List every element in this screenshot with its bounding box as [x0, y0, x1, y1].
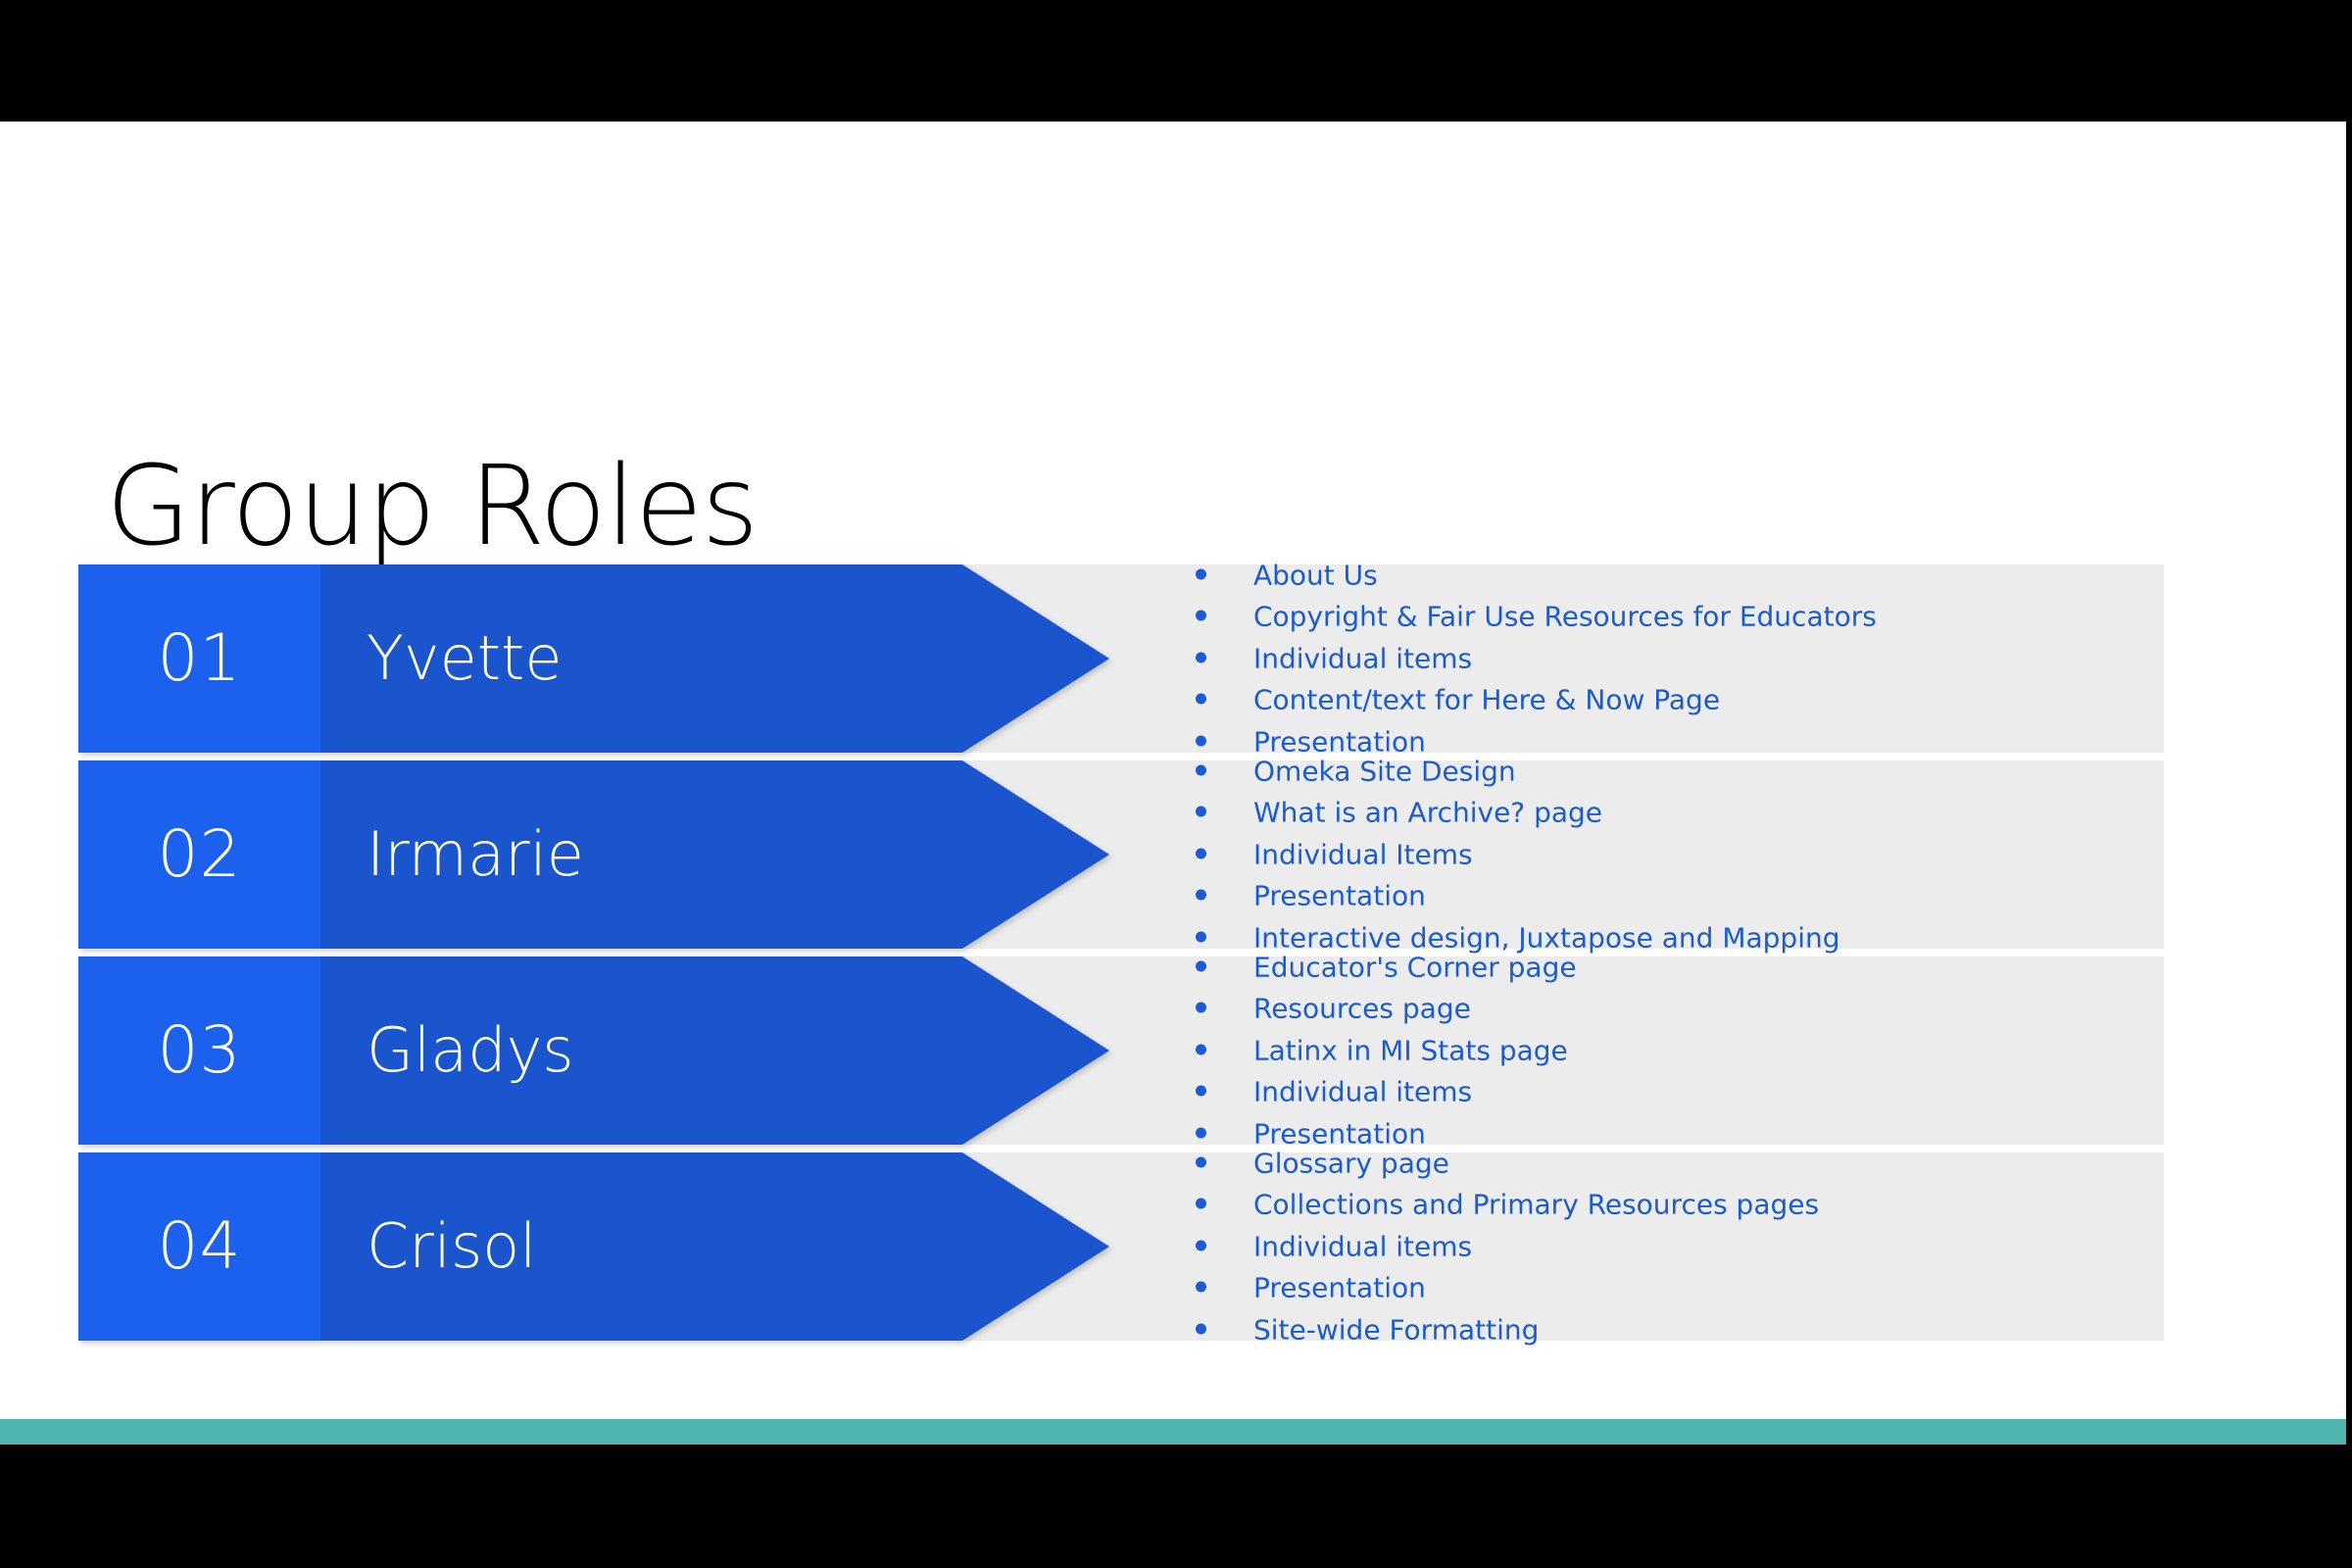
page-title: Group Roles [106, 443, 759, 571]
task-label: Resources page [1253, 992, 1471, 1025]
group-roles-table: 01 Yvette About Us Copyright & Fair Use … [78, 561, 2164, 1344]
row-number-block: 04 [78, 1152, 320, 1341]
bullet-icon [1196, 889, 1206, 901]
bullet-icon [1196, 652, 1206, 663]
bullet-icon [1196, 568, 1206, 580]
bullet-icon [1196, 1002, 1206, 1013]
task-label: About Us [1253, 559, 1378, 592]
bullet-icon [1196, 931, 1206, 943]
task-label: Content/text for Here & Now Page [1253, 683, 1721, 716]
task-label: Omeka Site Design [1253, 755, 1516, 788]
row-arrow-shape: 02 Irmarie [78, 760, 1109, 949]
task-label: Interactive design, Juxtapose and Mappin… [1253, 921, 1840, 955]
table-row: 02 Irmarie Omeka Site Design What is an … [78, 757, 2164, 952]
row-number-block: 02 [78, 760, 320, 949]
row-name: Crisol [367, 1210, 537, 1282]
list-item: Individual items [1196, 642, 2136, 675]
list-item: Latinx in MI Stats page [1196, 1034, 2136, 1067]
task-list: Educator's Corner page Resources page La… [1196, 951, 2136, 1148]
task-label: Presentation [1253, 1271, 1426, 1304]
bullet-icon [1196, 735, 1206, 747]
task-list: About Us Copyright & Fair Use Resources … [1196, 559, 2136, 756]
bullet-icon [1196, 1044, 1206, 1055]
task-label: Collections and Primary Resources pages [1253, 1188, 1820, 1221]
table-row: 03 Gladys Educator's Corner page Resourc… [78, 953, 2164, 1148]
bullet-icon [1196, 960, 1206, 972]
bullet-icon [1196, 1127, 1206, 1139]
task-list: Omeka Site Design What is an Archive? pa… [1196, 755, 2136, 952]
list-item: What is an Archive? page [1196, 799, 2136, 827]
bullet-icon [1196, 1281, 1206, 1293]
list-item: Individual items [1196, 1230, 2136, 1263]
bullet-icon [1196, 1198, 1206, 1209]
list-item: Omeka Site Design [1196, 755, 2136, 788]
bullet-icon [1196, 1156, 1206, 1168]
row-name: Yvette [367, 622, 563, 694]
list-item: Presentation [1196, 1119, 2136, 1148]
task-label: Individual items [1253, 1230, 1473, 1263]
bullet-icon [1196, 693, 1206, 705]
task-label: What is an Archive? page [1253, 796, 1603, 829]
list-item: Resources page [1196, 995, 2136, 1023]
task-label: Copyright & Fair Use Resources for Educa… [1253, 600, 1877, 633]
row-number: 04 [157, 1208, 242, 1284]
list-item: Presentation [1196, 727, 2136, 756]
bullet-icon [1196, 806, 1206, 817]
list-item: Presentation [1196, 1271, 2136, 1304]
list-item: Site-wide Formatting [1196, 1315, 2136, 1344]
task-label: Individual items [1253, 1075, 1473, 1108]
list-item: Individual items [1196, 1075, 2136, 1108]
list-item: Presentation [1196, 879, 2136, 912]
bullet-icon [1196, 1323, 1206, 1335]
letterbox-bottom [0, 1445, 2352, 1568]
bullet-icon [1196, 610, 1206, 621]
letterbox-right-edge [2346, 0, 2352, 1568]
task-label: Latinx in MI Stats page [1253, 1034, 1568, 1067]
row-number: 01 [157, 620, 242, 696]
list-item: Individual Items [1196, 838, 2136, 871]
table-row: 04 Crisol Glossary page Collections and … [78, 1149, 2164, 1344]
list-item: Glossary page [1196, 1147, 2136, 1180]
list-item: Collections and Primary Resources pages [1196, 1191, 2136, 1219]
task-label: Presentation [1253, 879, 1426, 912]
table-row: 01 Yvette About Us Copyright & Fair Use … [78, 561, 2164, 756]
row-number-block: 01 [78, 564, 320, 753]
list-item: Content/text for Here & Now Page [1196, 683, 2136, 716]
task-label: Site-wide Formatting [1253, 1313, 1540, 1347]
task-label: Educator's Corner page [1253, 951, 1577, 984]
task-list: Glossary page Collections and Primary Re… [1196, 1147, 2136, 1344]
list-item: About Us [1196, 559, 2136, 592]
slide-surface: Group Roles 01 Yvette About Us [0, 122, 2352, 1445]
task-label: Individual items [1253, 642, 1473, 675]
list-item: Educator's Corner page [1196, 951, 2136, 984]
list-item: Interactive design, Juxtapose and Mappin… [1196, 923, 2136, 952]
row-arrow-shape: 03 Gladys [78, 956, 1109, 1145]
list-item: Copyright & Fair Use Resources for Educa… [1196, 603, 2136, 631]
bullet-icon [1196, 848, 1206, 859]
teal-accent-strip [0, 1419, 2352, 1445]
bullet-icon [1196, 1240, 1206, 1251]
letterbox-top [0, 0, 2352, 122]
row-number: 03 [157, 1012, 242, 1088]
task-label: Glossary page [1253, 1147, 1449, 1180]
bullet-icon [1196, 1085, 1206, 1097]
row-name: Gladys [367, 1014, 574, 1086]
task-label: Presentation [1253, 1117, 1426, 1151]
row-name: Irmarie [367, 818, 584, 890]
row-number: 02 [157, 816, 242, 892]
row-number-block: 03 [78, 956, 320, 1145]
task-label: Presentation [1253, 725, 1426, 759]
row-arrow-shape: 04 Crisol [78, 1152, 1109, 1341]
bullet-icon [1196, 764, 1206, 776]
row-arrow-shape: 01 Yvette [78, 564, 1109, 753]
task-label: Individual Items [1253, 838, 1473, 871]
